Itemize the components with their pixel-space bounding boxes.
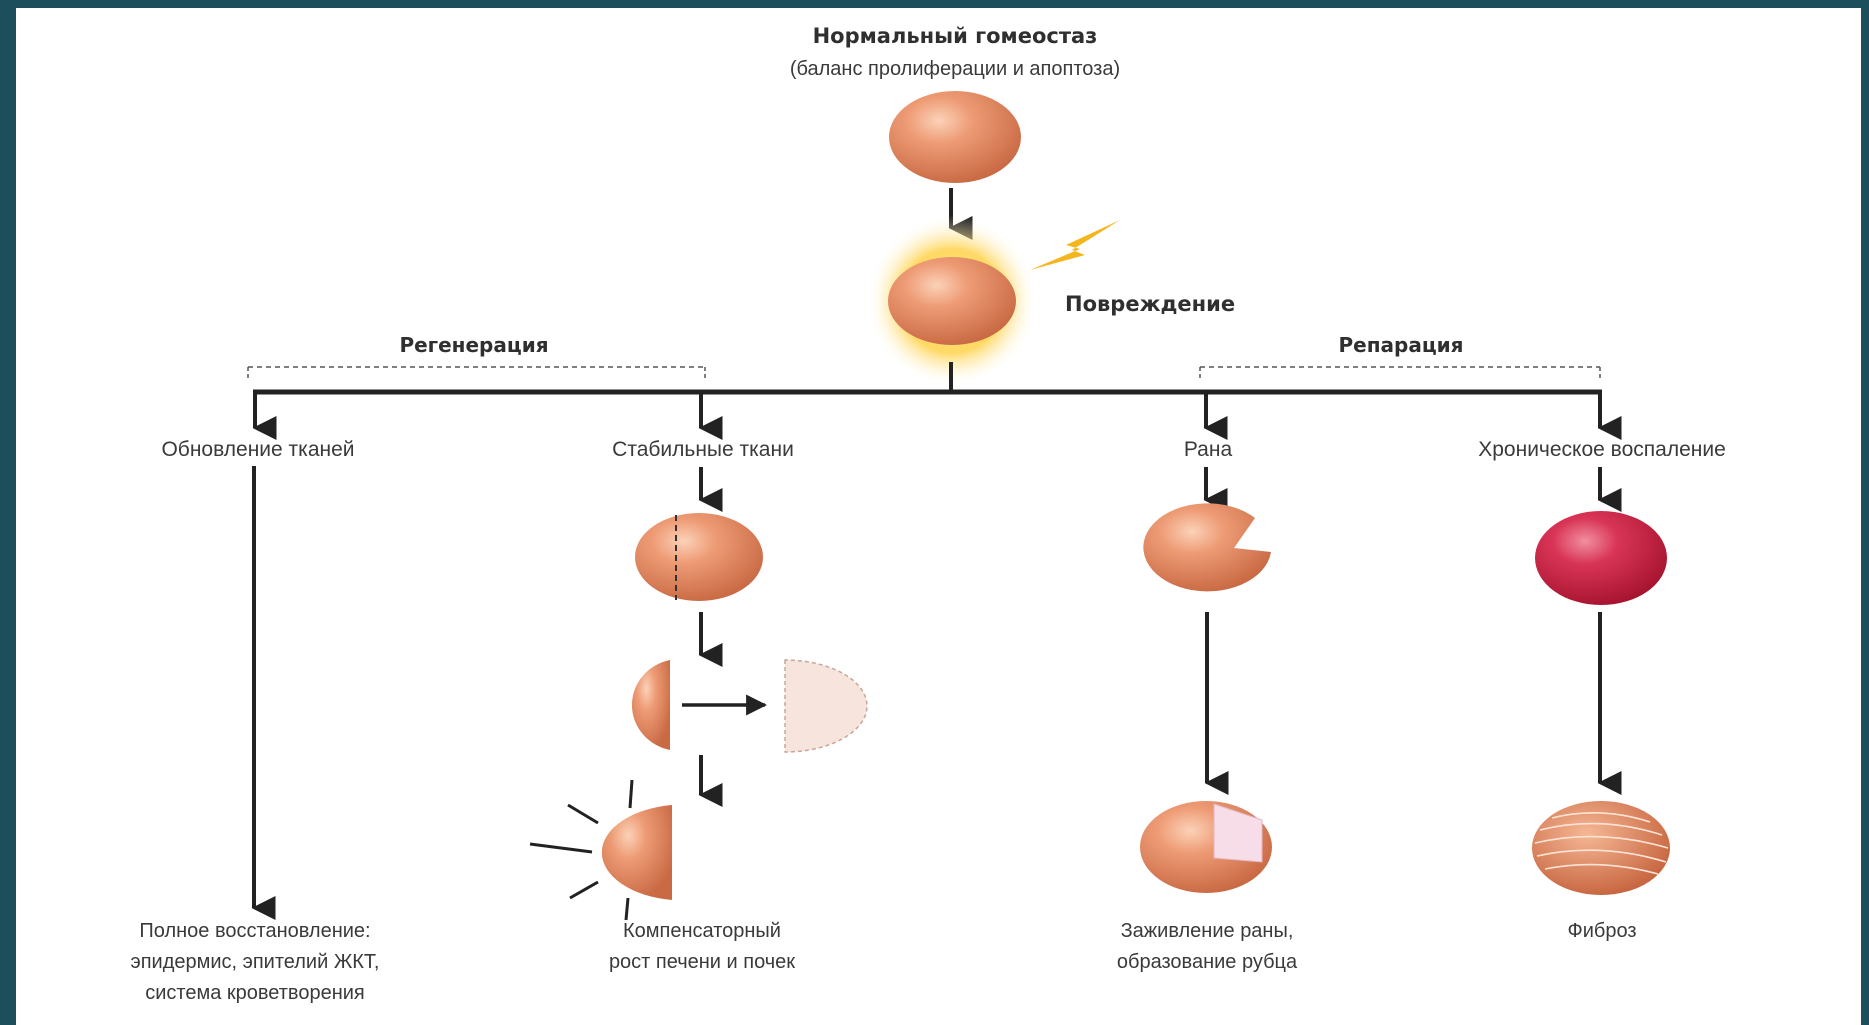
scar-region bbox=[1214, 804, 1262, 862]
outcome-wound-line1: Заживление раны, bbox=[1121, 920, 1294, 942]
outcome-stable-line2: рост печени и почек bbox=[609, 951, 795, 973]
injured-cell bbox=[888, 257, 1016, 345]
compensatory-cell bbox=[602, 805, 672, 900]
homeostasis-subtitle: (баланс пролиферации и апоптоза) bbox=[790, 58, 1120, 80]
regeneration-label: Регенерация bbox=[399, 333, 548, 357]
removed-part bbox=[785, 660, 867, 752]
homeostasis-title: Нормальный гомеостаз bbox=[813, 24, 1098, 48]
outcome-wound-line2: образование рубца bbox=[1117, 951, 1298, 973]
outcome-renewal-line1: Полное восстановление: bbox=[139, 920, 370, 942]
repair-label: Репарация bbox=[1338, 333, 1463, 357]
outcome-renewal-line2: эпидермис, эпителий ЖКТ, bbox=[130, 951, 379, 973]
branch-chronic: Хроническое воспаление bbox=[1478, 438, 1726, 461]
growth-ray bbox=[626, 898, 628, 920]
inflamed-cell bbox=[1535, 511, 1667, 605]
branch-tissue-renewal: Обновление тканей bbox=[161, 438, 354, 461]
outcome-stable-line1: Компенсаторный bbox=[623, 920, 781, 942]
growth-ray bbox=[530, 844, 592, 852]
outcome-renewal-line3: система кроветворения bbox=[145, 982, 365, 1004]
lightning-icon bbox=[1030, 220, 1120, 270]
wounded-cell bbox=[1143, 503, 1271, 591]
normal-cell bbox=[889, 91, 1021, 183]
outcome-chronic: Фиброз bbox=[1567, 920, 1636, 942]
fibrosis-cell bbox=[1532, 801, 1670, 895]
growth-ray bbox=[630, 780, 632, 808]
stable-cell bbox=[635, 513, 763, 601]
growth-ray bbox=[568, 805, 598, 823]
branch-wound: Рана bbox=[1184, 438, 1233, 461]
injury-label: Повреждение bbox=[1065, 292, 1235, 316]
resected-half-cell bbox=[632, 660, 670, 750]
branch-stable-tissue: Стабильные ткани bbox=[612, 438, 794, 461]
growth-ray bbox=[570, 882, 598, 898]
